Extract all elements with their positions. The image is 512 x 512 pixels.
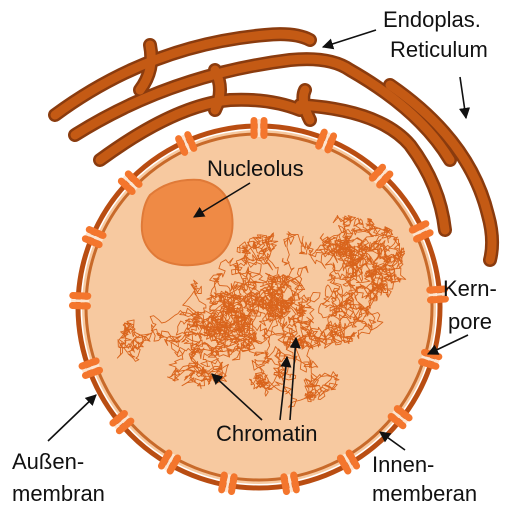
nuclear-pore bbox=[175, 131, 198, 156]
arrow-inner-membrane bbox=[379, 431, 406, 451]
pore-channel bbox=[71, 299, 90, 303]
pore-lip bbox=[324, 132, 338, 154]
pore-channel bbox=[428, 292, 447, 297]
pore-lip bbox=[250, 117, 258, 139]
label-chromatin: Chromatin bbox=[216, 421, 317, 446]
pore-lip bbox=[426, 295, 449, 304]
pore-channel bbox=[163, 453, 176, 471]
pore-lip bbox=[315, 128, 328, 150]
pore-lip bbox=[280, 473, 290, 496]
nuclear-pore bbox=[218, 471, 238, 496]
endoplasmic-reticulum bbox=[48, 27, 500, 267]
chromatin-strand bbox=[218, 214, 384, 408]
arrow-nuclear-pore bbox=[426, 334, 469, 355]
pore-lip bbox=[426, 285, 449, 294]
nuclear-pore bbox=[280, 471, 300, 496]
arrow-chromatin-c bbox=[289, 336, 301, 421]
pore-channel bbox=[257, 119, 261, 137]
chromatin bbox=[116, 214, 407, 408]
arrow-nucleolus bbox=[193, 182, 251, 218]
label-inner-membrane-line1: Innen- bbox=[372, 452, 434, 477]
pore-lip bbox=[78, 357, 100, 370]
label-inner-membrane-line2: memberan bbox=[372, 481, 477, 506]
nuclear-pore bbox=[315, 128, 338, 154]
label-endoplasmic-reticulum-line2: Reticulum bbox=[390, 37, 488, 62]
label-outer-membrane-line1: Außen- bbox=[12, 449, 84, 474]
label-endoplasmic-reticulum-line1: Endoplas. bbox=[383, 7, 481, 32]
chromatin-strand bbox=[208, 232, 321, 397]
nuclear-pore bbox=[387, 405, 413, 430]
nuclear-pore bbox=[78, 357, 104, 379]
pore-lip bbox=[117, 177, 136, 196]
labels: Endoplas. Reticulum Nucleolus Kern- pore… bbox=[12, 7, 497, 506]
nucleolus bbox=[140, 178, 234, 267]
pore-lip bbox=[387, 413, 407, 430]
nuclear-pores bbox=[68, 117, 449, 496]
arrow-endoplasmic-reticulum-a bbox=[321, 29, 377, 50]
pore-lip bbox=[81, 235, 103, 249]
arrow-outer-membrane bbox=[47, 394, 97, 442]
pore-lip bbox=[109, 409, 128, 427]
nuclear-pore bbox=[81, 226, 107, 249]
nuclear-pore bbox=[336, 449, 361, 475]
nuclear-pore bbox=[68, 292, 92, 310]
pore-lip bbox=[376, 170, 394, 189]
pore-lip bbox=[175, 135, 189, 156]
arrow-chromatin-b bbox=[279, 355, 292, 421]
pore-lip bbox=[69, 292, 92, 300]
pore-channel bbox=[412, 226, 430, 237]
pore-channel bbox=[181, 134, 192, 153]
pore-lip bbox=[393, 405, 413, 422]
nuclear-pore bbox=[408, 220, 434, 243]
label-outer-membrane-line2: membran bbox=[12, 481, 105, 506]
pore-channel bbox=[122, 175, 138, 190]
label-nuclear-pore-line2: pore bbox=[448, 309, 492, 334]
arrow-endoplasmic-reticulum-b bbox=[458, 76, 471, 120]
nuclear-pore bbox=[426, 285, 449, 304]
pore-channel bbox=[321, 132, 331, 150]
pore-lip bbox=[413, 229, 434, 243]
nuclear-pore bbox=[117, 170, 143, 196]
pore-lip bbox=[368, 163, 387, 182]
pore-lip bbox=[228, 473, 238, 496]
pore-lip bbox=[115, 417, 135, 435]
label-nuclear-pore-line1: Kern- bbox=[443, 276, 497, 301]
label-nucleolus: Nucleolus bbox=[207, 156, 304, 181]
pore-channel bbox=[225, 474, 231, 493]
label-arrows bbox=[47, 29, 471, 451]
pore-lip bbox=[408, 220, 430, 234]
pore-channel bbox=[81, 363, 100, 373]
pore-channel bbox=[421, 355, 440, 364]
pore-channel bbox=[342, 453, 355, 471]
nuclear-pore bbox=[368, 163, 394, 189]
pore-lip bbox=[184, 131, 198, 152]
pore-lip bbox=[81, 366, 104, 379]
chromatin-strand bbox=[259, 218, 407, 368]
pore-lip bbox=[336, 454, 352, 475]
nuclear-pore bbox=[109, 409, 135, 435]
pore-lip bbox=[85, 226, 107, 239]
pore-channel bbox=[287, 474, 293, 493]
pore-lip bbox=[260, 117, 268, 139]
pore-channel bbox=[392, 410, 408, 424]
nuclear-pore bbox=[157, 449, 182, 475]
pore-lip bbox=[124, 170, 143, 188]
pore-lip bbox=[418, 358, 440, 370]
pore-lip bbox=[157, 449, 173, 470]
pore-lip bbox=[68, 302, 91, 310]
pore-lip bbox=[218, 471, 228, 494]
nuclear-pore bbox=[250, 117, 268, 139]
pore-channel bbox=[85, 232, 103, 242]
pore-lip bbox=[290, 471, 300, 494]
pore-lip bbox=[345, 449, 361, 470]
arrow-chromatin-a bbox=[211, 373, 263, 421]
pore-channel bbox=[374, 168, 389, 184]
pore-lip bbox=[166, 454, 182, 475]
pore-channel bbox=[114, 415, 130, 429]
